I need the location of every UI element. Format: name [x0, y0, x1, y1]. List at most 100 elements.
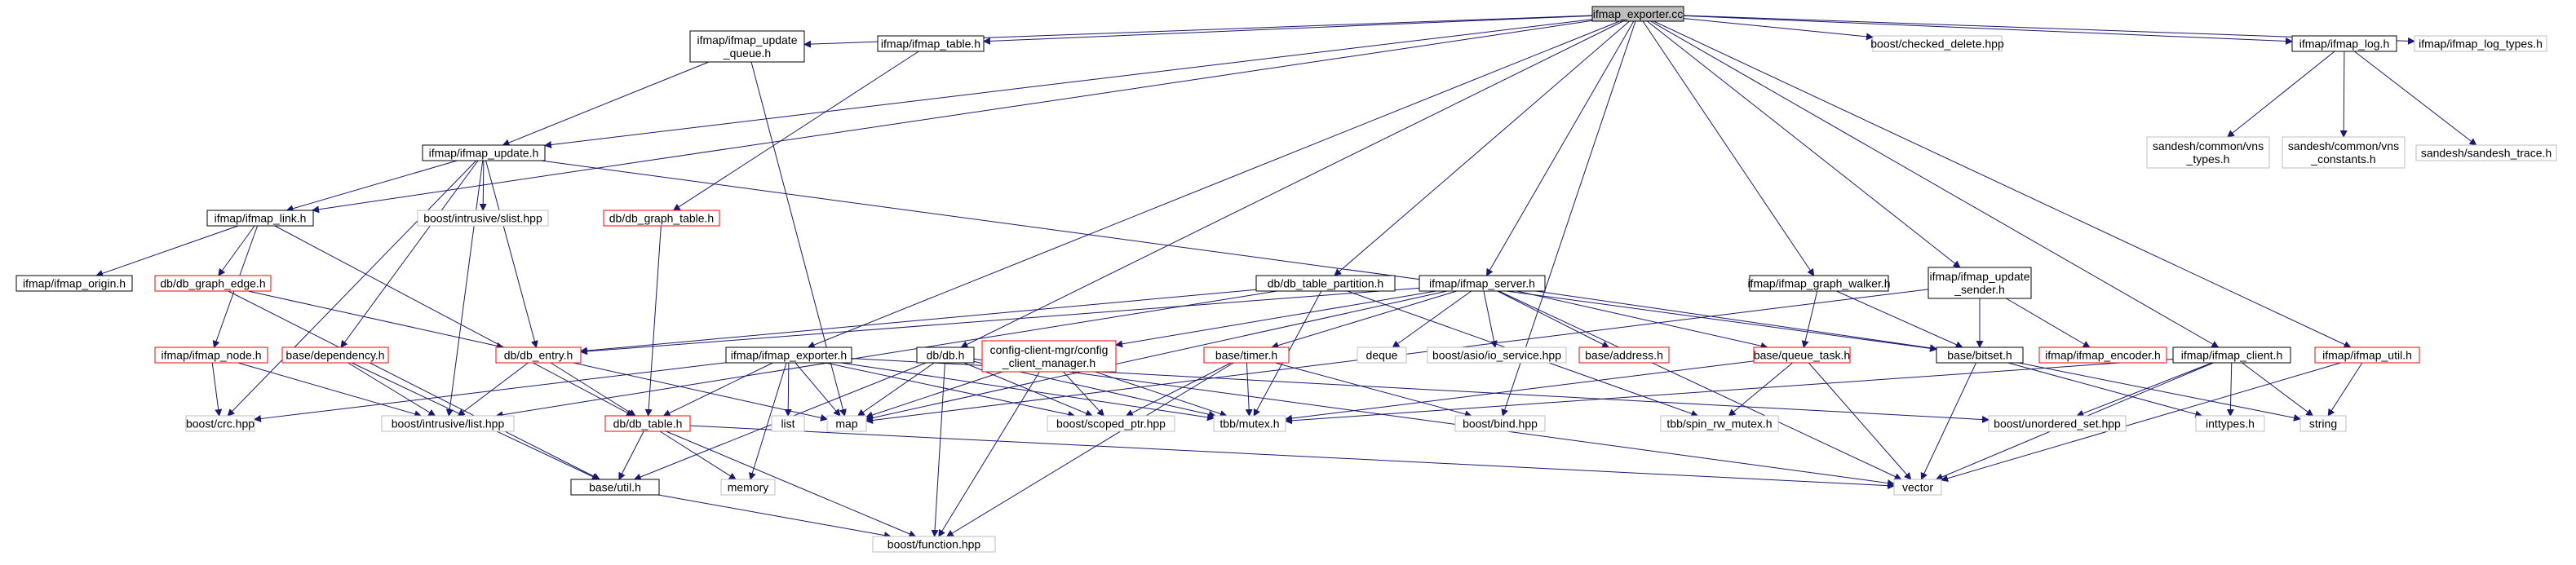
edge-bitset-to-string [2018, 362, 2301, 422]
edge-ifmap_update-to-crc [227, 160, 477, 417]
edge-ifmap_exporter-to-crc [254, 362, 727, 422]
node-label: sandesh/common/vns [2153, 139, 2264, 152]
node-vector[interactable]: vector [1893, 479, 1942, 496]
node-bind[interactable]: boost/bind.hpp [1454, 415, 1546, 432]
node-ifmap-table[interactable]: ifmap/ifmap_table.h [877, 35, 985, 52]
node-label: map [835, 417, 857, 430]
node-label: base/bitset.h [1947, 349, 2012, 362]
node-db-table[interactable]: db/db_table.h [604, 415, 691, 432]
edge-ifmap_server-to-io_service [1483, 290, 1498, 348]
node-graph-walker[interactable]: ifmap/ifmap_graph_walker.h [1747, 275, 1891, 292]
node-address[interactable]: base/address.h [1578, 347, 1670, 364]
node-queue-task[interactable]: base/queue_task.h [1753, 347, 1851, 364]
node-box [381, 415, 515, 432]
node-unordered-set[interactable]: boost/unordered_set.hpp [1988, 415, 2127, 432]
node-ifmap-client[interactable]: ifmap/ifmap_client.h [2172, 347, 2291, 364]
node-label: memory [728, 481, 769, 494]
node-box [2282, 136, 2406, 169]
node-string[interactable]: string [2299, 415, 2347, 432]
edge-ifmap_util-to-vector [1941, 362, 2341, 483]
edge-upd_queue-to-ifmap_update [502, 61, 710, 147]
node-inttypes[interactable]: inttypes.h [2195, 415, 2265, 432]
node-ifmap-log-types[interactable]: ifmap/ifmap_log_types.h [2414, 35, 2547, 52]
node-list[interactable]: list [771, 415, 805, 432]
node-ifmap-node[interactable]: ifmap/ifmap_node.h [154, 347, 268, 364]
node-dependency[interactable]: base/dependency.h [281, 347, 389, 364]
node-label: base/timer.h [1215, 349, 1277, 362]
node-ifmap-update[interactable]: ifmap/ifmap_update.h [422, 144, 546, 161]
node-timer[interactable]: base/timer.h [1203, 347, 1290, 364]
node-ifmap-log[interactable]: ifmap/ifmap_log.h [2291, 35, 2397, 52]
node-ifmap-link[interactable]: ifmap/ifmap_link.h [206, 210, 314, 227]
node-label: boost/unordered_set.hpp [1994, 417, 2121, 430]
node-crc[interactable]: boost/crc.hpp [185, 415, 255, 432]
node-db[interactable]: db/db.h [916, 347, 975, 364]
node-box [604, 415, 691, 432]
node-label: _client_manager.h [1002, 356, 1095, 369]
edge-update_sender-to-ifmap_encoder [2006, 298, 2091, 348]
node-update-sender[interactable]: ifmap/ifmap_update_sender.h [1928, 267, 2032, 299]
node-tbb-mutex[interactable]: tbb/mutex.h [1213, 415, 1286, 432]
edge-ifmap_server-to-config_client_mgr [1115, 290, 1436, 348]
edge-ifmap_server-to-timer [1271, 290, 1457, 349]
edge-ifmap_client-to-string [2242, 362, 2314, 417]
node-label: ifmap/ifmap_origin.h [23, 277, 126, 290]
edge-root-to-ifmap_exporter [807, 20, 1620, 349]
node-root[interactable]: ifmap_exporter.cc [1591, 6, 1684, 22]
node-scoped-ptr[interactable]: boost/scoped_ptr.hpp [1047, 415, 1175, 432]
node-box [185, 415, 255, 432]
edge-ifmap_log-to-sandesh_trace [2354, 51, 2477, 146]
node-ifmap-origin[interactable]: ifmap/ifmap_origin.h [15, 275, 133, 292]
node-label: db/db_graph_table.h [609, 212, 714, 225]
node-sandesh-trace[interactable]: sandesh/sandesh_trace.h [2415, 144, 2557, 161]
edge-root-to-ifmap_link [312, 20, 1593, 214]
edge-ifmap_server-to-bitset [1535, 290, 1937, 352]
node-label: string [2309, 417, 2337, 430]
node-label: _sender.h [1954, 283, 2005, 296]
node-box [1928, 267, 2032, 299]
node-box [495, 347, 582, 364]
edge-ifmap_server-to-db_entry [580, 287, 1420, 355]
edge-ifmap_node-to-intrusive_list [237, 362, 423, 418]
node-db-graph-table[interactable]: db/db_graph_table.h [603, 210, 720, 227]
node-box [2038, 347, 2167, 364]
node-box [154, 275, 272, 292]
node-memory[interactable]: memory [720, 479, 776, 496]
edge-ifmap_server-to-deque [1392, 290, 1472, 348]
edge-root-to-ifmap_client [1650, 20, 2220, 348]
node-vns-constants[interactable]: sandesh/common/vns_constants.h [2282, 136, 2406, 169]
node-vns-types[interactable]: sandesh/common/vns_types.h [2146, 136, 2270, 169]
node-db-table-partition[interactable]: db/db_table_partition.h [1255, 275, 1396, 292]
node-box [1357, 347, 1407, 364]
node-db-entry[interactable]: db/db_entry.h [495, 347, 582, 364]
node-map[interactable]: map [826, 415, 867, 432]
node-checked-delete[interactable]: boost/checked_delete.hpp [1870, 35, 2004, 52]
node-ifmap-exporter[interactable]: ifmap/ifmap_exporter.h [725, 347, 852, 364]
node-base-util[interactable]: base/util.h [570, 479, 660, 496]
node-label: ifmap/ifmap_exporter.h [731, 349, 847, 362]
node-label: ifmap/ifmap_encoder.h [2045, 349, 2161, 362]
node-label: tbb/mutex.h [1219, 417, 1279, 430]
edge-base_util-to-function [657, 494, 892, 540]
node-function[interactable]: boost/function.hpp [872, 536, 996, 553]
node-box [720, 479, 776, 496]
node-ifmap-util[interactable]: ifmap/ifmap_util.h [2314, 347, 2420, 364]
node-box [422, 144, 546, 161]
node-slist[interactable]: boost/intrusive/slist.hpp [417, 210, 549, 227]
node-upd-queue[interactable]: ifmap/ifmap_update_queue.h [689, 30, 805, 63]
node-box [1419, 275, 1546, 292]
edge-db_table_partition-to-intrusive_list [495, 290, 1277, 419]
node-spin-rw-mutex[interactable]: tbb/spin_rw_mutex.h [1660, 415, 1779, 432]
node-intrusive-list[interactable]: boost/intrusive/list.hpp [381, 415, 515, 432]
node-config-client-mgr[interactable]: config-client-mgr/config_client_manager.… [981, 340, 1117, 373]
node-ifmap-encoder[interactable]: ifmap/ifmap_encoder.h [2038, 347, 2167, 364]
node-db-graph-edge[interactable]: db/db_graph_edge.h [154, 275, 272, 292]
node-label: list [781, 417, 794, 430]
node-label: boost/function.hpp [887, 538, 981, 551]
edge-db_graph_table-to-db_table [644, 225, 662, 417]
node-label: _queue.h [723, 46, 771, 60]
node-ifmap-server[interactable]: ifmap/ifmap_server.h [1419, 275, 1546, 292]
node-bitset[interactable]: base/bitset.h [1936, 347, 2024, 364]
node-io-service[interactable]: boost/asio/io_service.hpp [1427, 347, 1567, 364]
node-deque[interactable]: deque [1357, 347, 1407, 364]
